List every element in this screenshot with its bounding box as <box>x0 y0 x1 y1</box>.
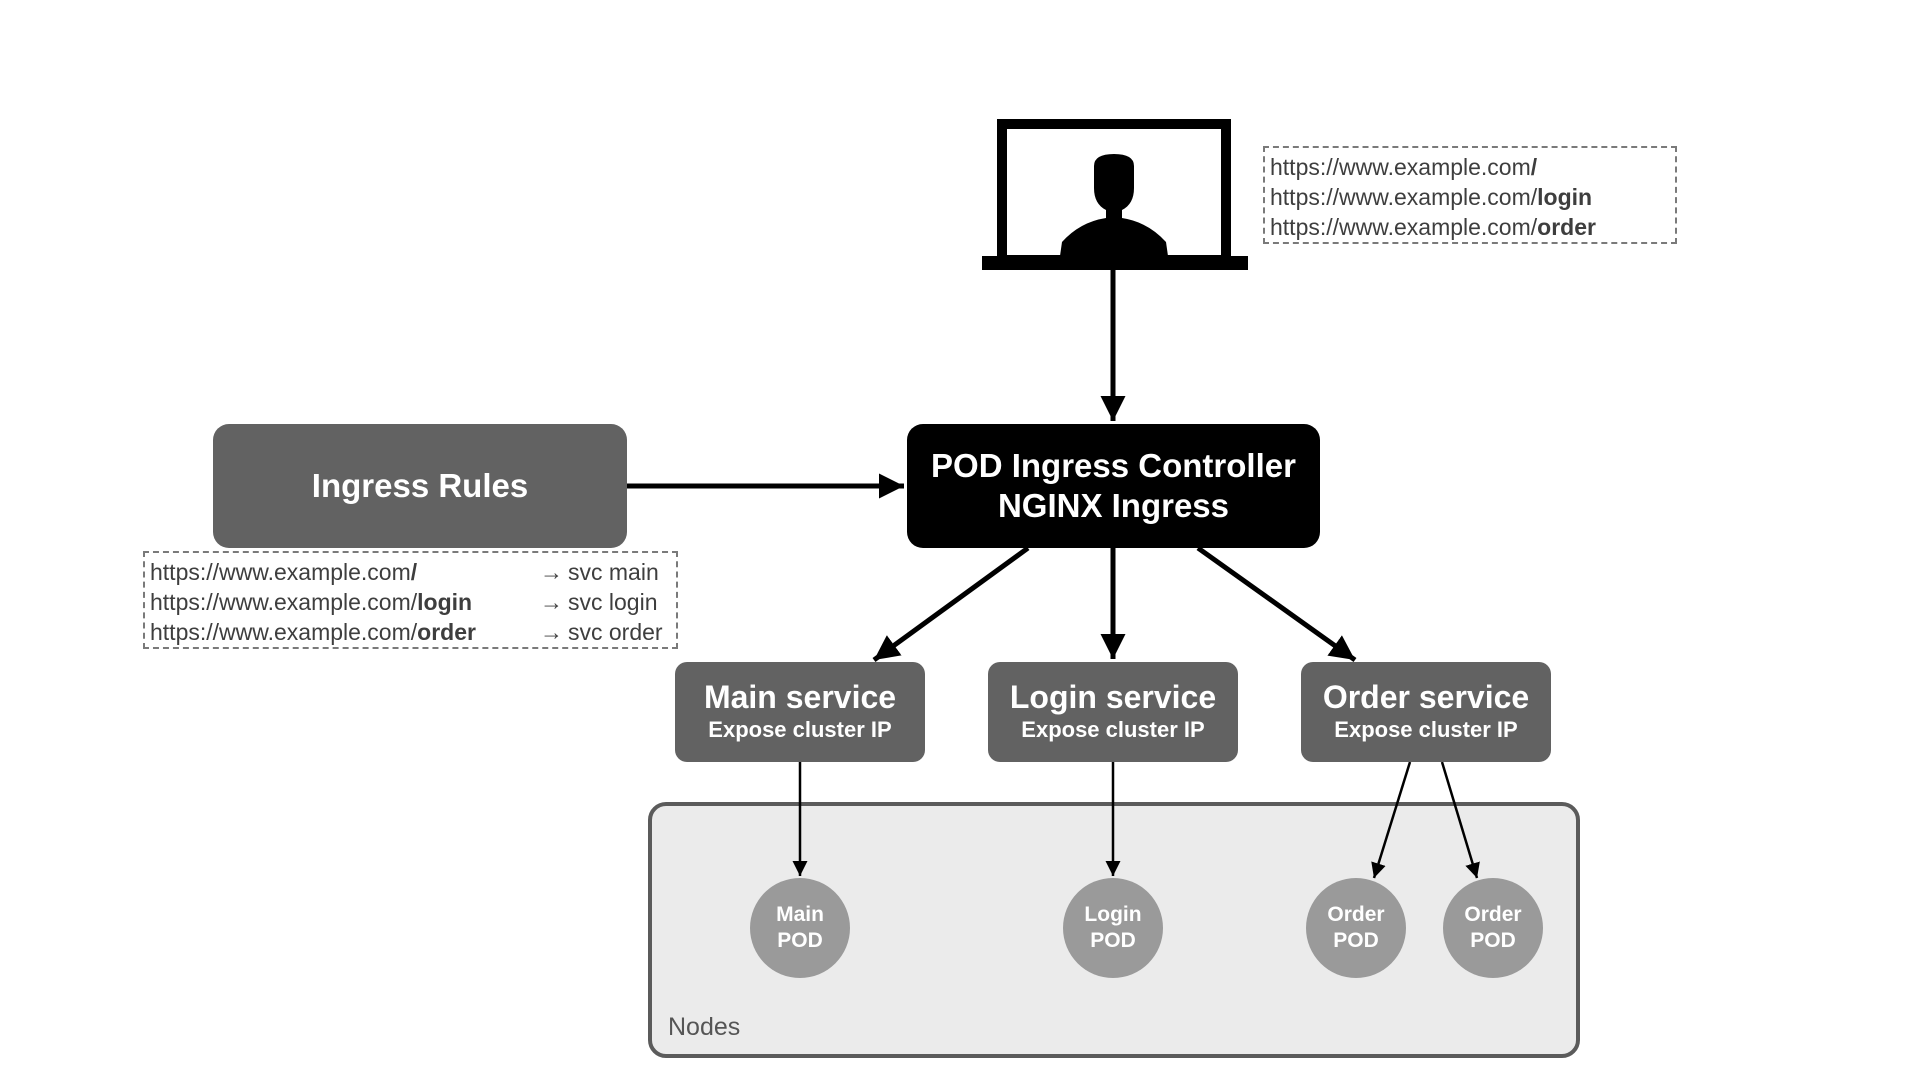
rule-target: svc main <box>568 559 659 585</box>
order-service-box: Order service Expose cluster IP <box>1301 662 1551 762</box>
service-title: Order service <box>1322 679 1530 715</box>
arrow-controller-to-main-service <box>872 545 1030 663</box>
order-pod-2: Order POD <box>1443 878 1543 978</box>
arrow-controller-to-order-service <box>1196 545 1357 663</box>
rule-target: svc login <box>568 589 658 615</box>
rule-target: svc order <box>568 619 663 645</box>
main-service-box: Main service Expose cluster IP <box>675 662 925 762</box>
order-pod-1: Order POD <box>1306 878 1406 978</box>
login-service-box: Login service Expose cluster IP <box>988 662 1238 762</box>
pod-name: Main <box>776 903 824 926</box>
controller-subtitle: NGINX Ingress <box>997 487 1230 524</box>
rule-url: https://www.example.com/ <box>150 559 418 585</box>
arrow-order-service-to-pod-1 <box>1371 761 1412 879</box>
rule-url: https://www.example.com/login <box>150 589 473 615</box>
rule-row-login: https://www.example.com/login → svc logi… <box>150 587 676 617</box>
service-subtitle: Expose cluster IP <box>1021 717 1205 742</box>
login-pod: Login POD <box>1063 878 1163 978</box>
ingress-controller-box: POD Ingress Controller NGINX Ingress <box>907 424 1320 548</box>
service-subtitle: Expose cluster IP <box>1334 717 1518 742</box>
ingress-rules-label: Ingress Rules <box>311 467 529 504</box>
client-url-login[interactable]: https://www.example.com/login <box>1270 184 1593 210</box>
pod-type: POD <box>1470 929 1516 952</box>
pod-type: POD <box>777 929 823 952</box>
client-url-list: https://www.example.com/ https://www.exa… <box>1263 146 1677 244</box>
service-title: Main service <box>703 679 897 715</box>
pod-type: POD <box>1333 929 1379 952</box>
pod-name: Order <box>1464 903 1522 926</box>
pod-name: Order <box>1327 903 1385 926</box>
main-pod: Main POD <box>750 878 850 978</box>
rule-url: https://www.example.com/order <box>150 619 476 645</box>
rule-arrow-icon: → <box>540 619 563 645</box>
client-url-root[interactable]: https://www.example.com/ <box>1270 154 1538 180</box>
pod-name: Login <box>1084 903 1142 926</box>
pod-type: POD <box>1090 929 1136 952</box>
service-title: Login service <box>1009 679 1217 715</box>
rule-row-order: https://www.example.com/order → svc orde… <box>150 617 676 647</box>
nodes-label: Nodes <box>668 1013 741 1041</box>
rule-arrow-icon: → <box>540 589 563 615</box>
rule-arrow-icon: → <box>540 559 563 585</box>
arrow-order-service-to-pod-2 <box>1440 761 1480 879</box>
rule-row-main: https://www.example.com/ → svc main <box>150 557 676 587</box>
laptop-user-icon <box>982 119 1248 270</box>
client-url-order[interactable]: https://www.example.com/order <box>1270 214 1596 240</box>
ingress-rules-box: Ingress Rules <box>213 424 627 548</box>
ingress-rules-table: https://www.example.com/ → svc main http… <box>143 551 678 649</box>
service-subtitle: Expose cluster IP <box>708 717 892 742</box>
controller-title: POD Ingress Controller <box>931 447 1296 484</box>
